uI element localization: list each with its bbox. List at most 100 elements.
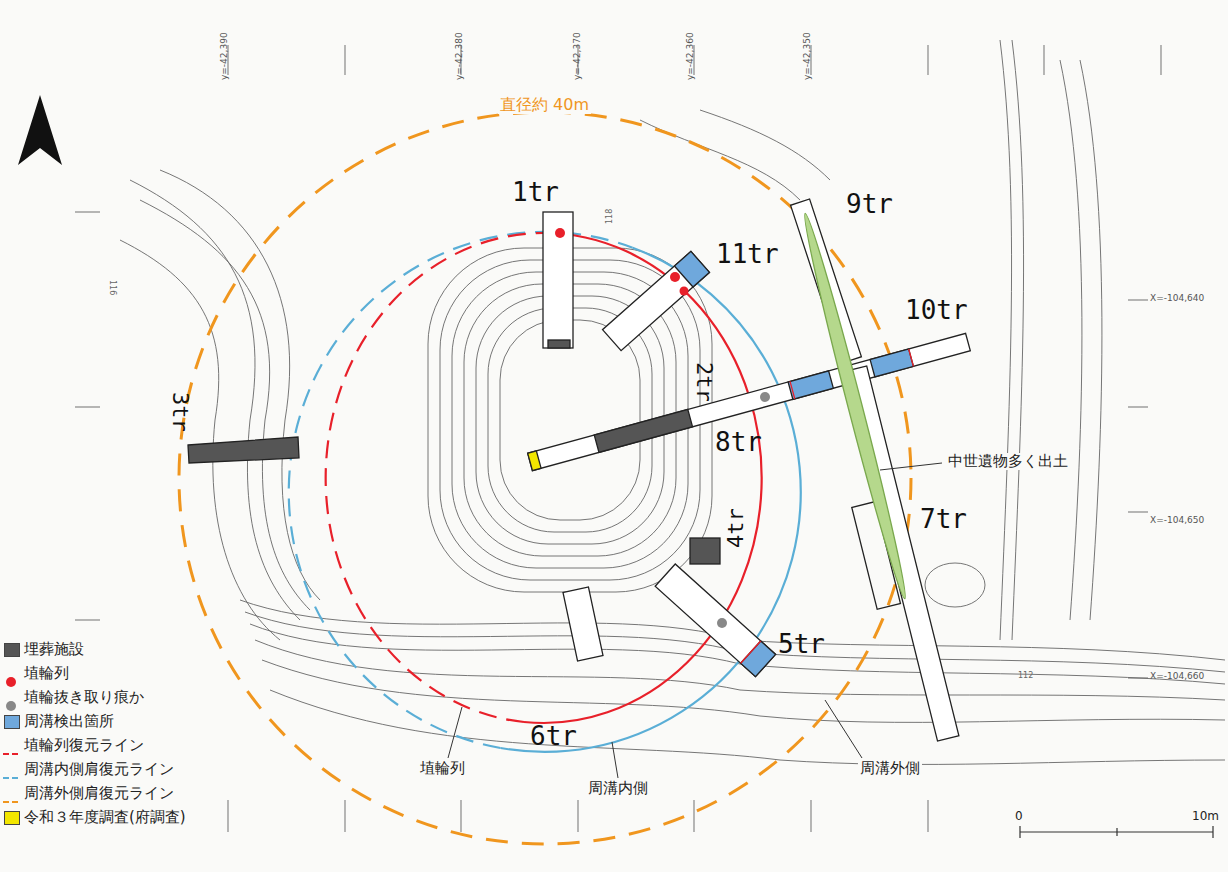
trenches-part-part [741,641,761,663]
grid-coordinate: X=-104,660 [1150,672,1204,682]
trench-label: 11tr [716,240,779,269]
grid-ticks-part [75,406,100,407]
leader-lines-part [825,700,862,758]
legend-text: 埴輪列復元ライン [22,736,146,754]
trench-label: 2tr [692,362,716,402]
legend-text: 周溝検出箇所 [22,712,116,730]
legend-samples [3,677,19,802]
legend-swatch [4,811,20,825]
contours-part [500,320,640,520]
trenches-part-part [674,251,709,287]
trenches-part-part [788,371,833,399]
legend-text: 周溝内側肩復元ライン [22,760,176,778]
scale-bar-part [1019,826,1020,838]
grid-ticks [75,45,1161,832]
grid-ticks-part [810,800,811,832]
trench-label: 5tr [778,630,825,659]
trenches-part-part [790,381,795,398]
contours-part [1012,40,1024,640]
scale-bar-part [1212,826,1213,838]
legend-swatch [4,715,20,729]
grid-ticks-part [927,45,928,75]
trenches-part [548,340,570,348]
haniwa-dots [555,228,770,628]
legend-text: 令和３年度調査(府調査) [22,808,188,826]
inner-shoulder-line-part [289,232,633,748]
scale-label: 0 [1015,810,1023,823]
trench-label: 1tr [512,178,559,207]
trench-label: 6tr [530,722,577,751]
grid-ticks-part [1128,406,1148,407]
trenches-part [528,333,971,470]
callout-label: 周溝外側 [858,760,922,777]
haniwa-dots-part [717,618,727,628]
grid-ticks-part [1128,511,1148,512]
scale-bar [1020,826,1213,838]
grid-coordinate: y=-42,370 [573,32,583,80]
grid-ticks-part [227,800,228,832]
trenches-part-part [594,409,692,452]
legend-samples-part [6,677,16,687]
legend-text: 埴輪抜き取り痕か [22,688,146,706]
grid-ticks-part [1128,299,1148,300]
trenches-part-part [909,349,914,366]
grid-ticks-part [75,619,100,620]
legend-samples-part [3,753,19,755]
trenches [188,199,970,741]
contours-part [270,690,1225,764]
trenches-part [603,251,710,350]
grid-coordinate: y=-42,360 [686,32,696,80]
contour-value: 112 [1018,672,1033,681]
scale-label: 10m [1192,810,1219,823]
scale-bar-part [1116,828,1117,836]
contours-part [140,200,310,610]
legend-samples-part [3,777,19,779]
note-label: 中世遺物多く出土 [946,453,1070,470]
contours-part [1000,40,1012,640]
trench-label: 4tr [724,508,748,548]
grid-ticks-part [75,211,100,212]
leader-lines-part [448,707,462,758]
legend-samples-part [6,701,16,711]
haniwa-line-part [326,233,543,722]
outer-shoulder-line [179,112,911,844]
leader-lines [448,463,942,778]
callout-label: 周溝内側 [586,780,650,797]
trench-label: 8tr [715,428,762,457]
grid-coordinate: y=-42,390 [220,32,230,80]
grid-coordinate: X=-104,640 [1150,294,1204,304]
grid-ticks-part [1160,45,1161,75]
contours-part [1080,60,1102,620]
leader-lines-part [612,742,618,778]
trenches-part [655,564,775,677]
trenches-part [798,212,911,601]
contours [120,40,1225,764]
contours-part [925,563,985,607]
trench-label: 9tr [846,190,893,219]
trench-label: 10tr [905,296,968,325]
grid-ticks-part [344,45,345,75]
haniwa-dots-part [680,287,689,296]
trenches-part-part [870,349,913,377]
grid-ticks-part [460,800,461,832]
trenches-part-part [528,451,541,471]
trenches-part [690,538,720,564]
haniwa-dots-part [555,228,565,238]
trenches-part [563,587,603,661]
contour-value: 116 [107,280,116,295]
diameter-label: 直径約 40m [498,96,591,114]
callout-label: 埴輪列 [418,760,467,777]
grid-coordinate: y=-42,380 [455,32,465,80]
north-arrow [18,95,62,165]
legend-swatch [4,643,20,657]
trenches-part-part [798,212,911,601]
haniwa-dots-part [760,392,770,402]
contours-part [1060,60,1082,620]
trench-label: 3tr [168,392,192,432]
trenches-part [188,437,299,463]
legend-text: 周溝外側肩復元ライン [22,784,176,802]
grid-coordinate: X=-104,650 [1150,516,1204,526]
contour-value: 118 [606,209,615,224]
trenches-part-part [655,564,775,677]
